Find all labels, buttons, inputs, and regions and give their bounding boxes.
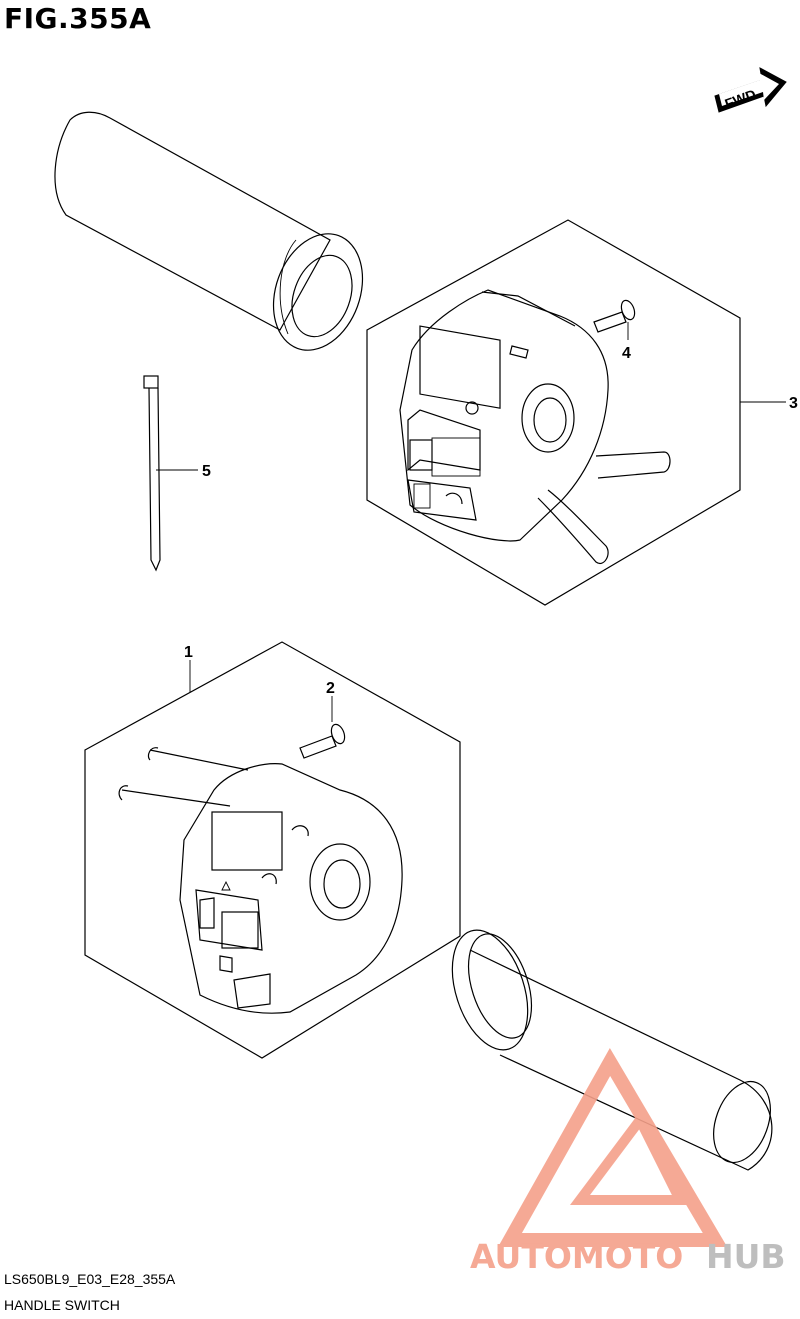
watermark-text-1: AUTOMOTO	[470, 1237, 683, 1276]
left-grip-drawing	[54, 111, 364, 351]
assembly-3-outline	[366, 219, 741, 606]
figure-code: LS650BL9_E03_E28_355A	[4, 1271, 176, 1287]
figure-caption: HANDLE SWITCH	[4, 1297, 120, 1313]
fwd-label: FWD	[723, 86, 758, 112]
screw-4-drawing	[593, 299, 636, 333]
callout-5: 5	[202, 463, 211, 480]
screw-2-drawing	[299, 723, 346, 759]
callout-3: 3	[789, 395, 798, 412]
assembly-1-outline	[84, 641, 461, 1059]
watermark-logo: AUTOMOTO HUB	[470, 1047, 786, 1276]
right-grip-drawing	[451, 929, 773, 1171]
watermark-text-2: HUB	[706, 1237, 786, 1276]
callout-2: 2	[326, 680, 335, 697]
right-switch-housing-drawing	[399, 289, 671, 564]
callout-1: 1	[184, 644, 193, 661]
figure-title: FIG.355A	[4, 2, 152, 35]
fwd-arrow-icon: FWD	[714, 67, 787, 113]
cable-tie-drawing	[143, 375, 161, 572]
callout-4: 4	[622, 345, 631, 362]
left-switch-housing-drawing	[118, 747, 403, 1014]
